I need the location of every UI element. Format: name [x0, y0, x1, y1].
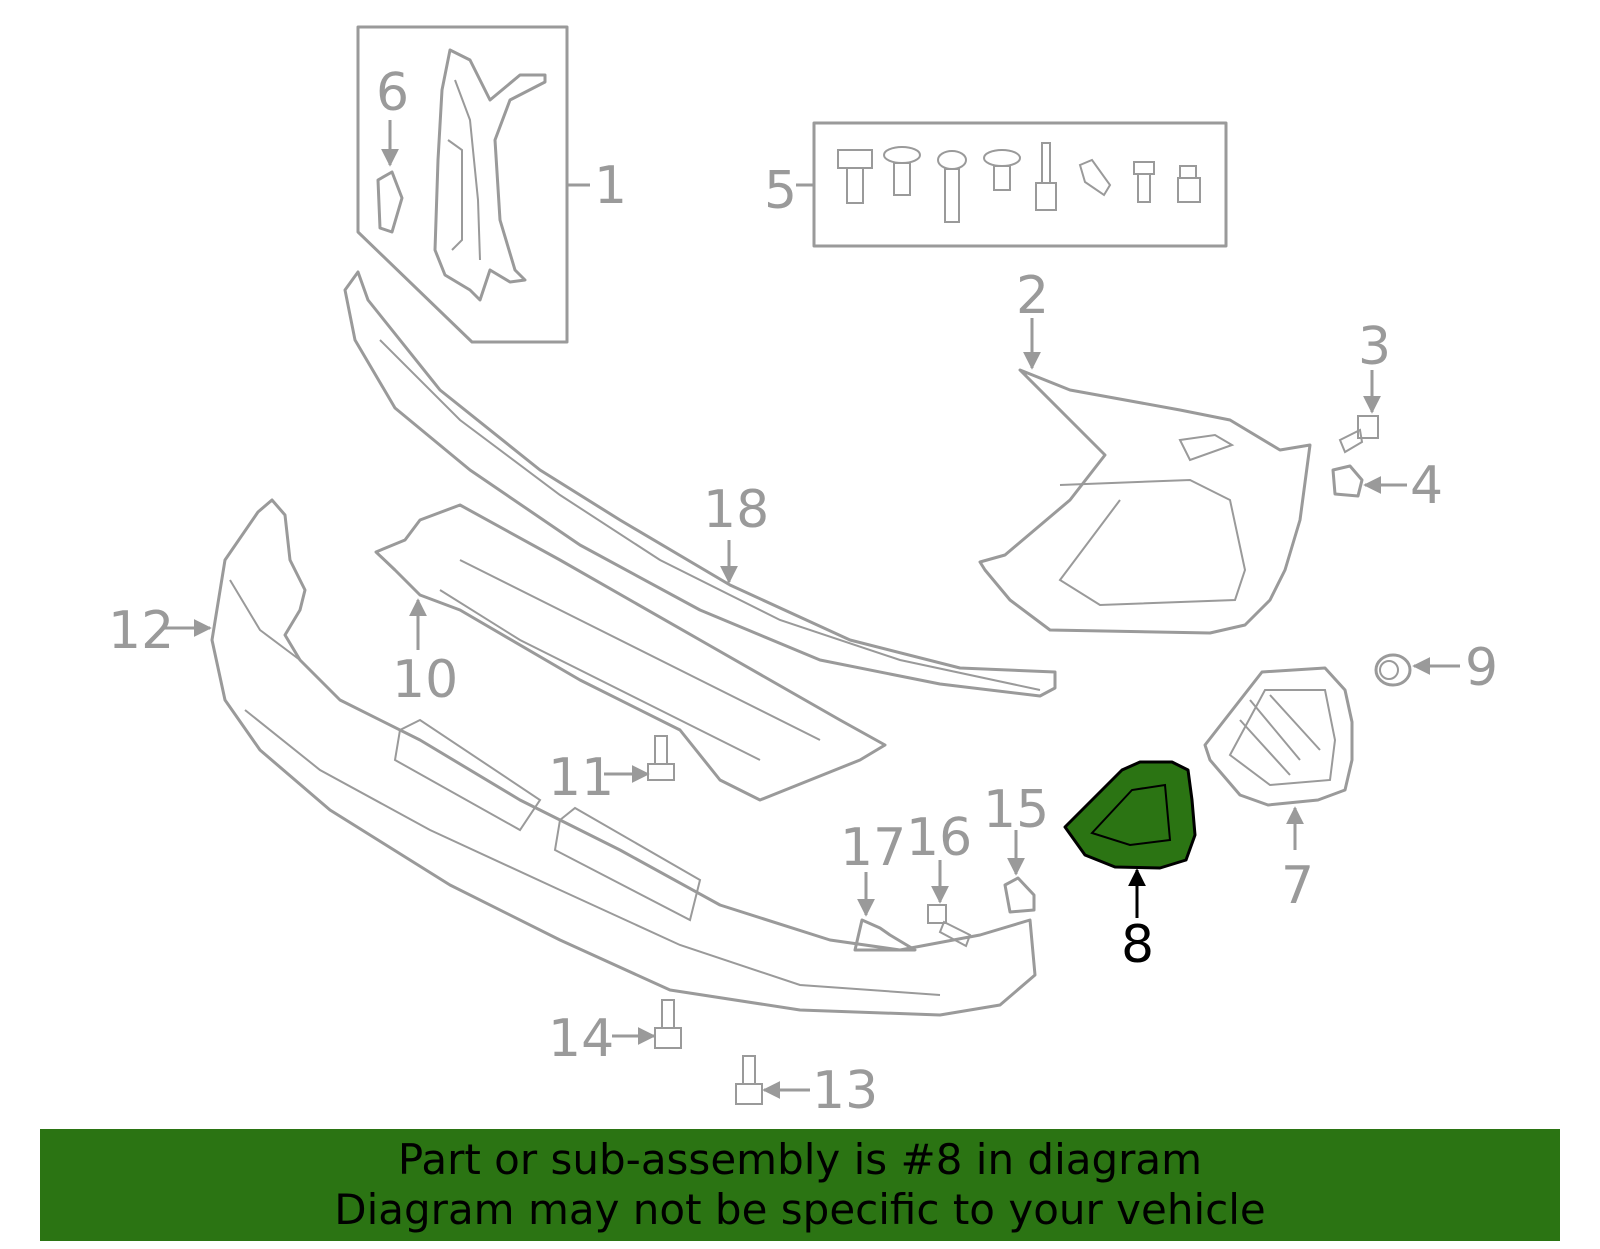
callout-18: 18: [703, 480, 769, 540]
part-10-lower-grille: [374, 503, 887, 802]
part-3-screw: [1338, 415, 1379, 454]
callout-13: 13: [812, 1061, 878, 1121]
callout-6: 6: [376, 63, 409, 123]
part-17-bracket: [853, 918, 917, 952]
callout-15: 15: [983, 780, 1049, 840]
callout-1: 1: [594, 156, 627, 216]
banner-line-1: Part or sub-assembly is #8 in diagram: [397, 1135, 1203, 1184]
callout-2: 2: [1016, 266, 1049, 326]
part-4-clip: [1331, 464, 1364, 498]
part-6-clip: [376, 170, 404, 234]
part-9-grommet: [1374, 653, 1412, 687]
part-12-bumper-cover: [210, 498, 1037, 1017]
callout-4: 4: [1410, 456, 1443, 516]
callout-9: 9: [1465, 638, 1498, 698]
callout-8: 8: [1121, 915, 1154, 975]
part-16-screw: [927, 904, 972, 948]
callout-16: 16: [906, 808, 972, 868]
part-8-highlighted-bezel: [1063, 760, 1197, 870]
part-1-bracket-group: [356, 25, 569, 344]
callout-5: 5: [764, 161, 797, 221]
callout-12: 12: [108, 601, 174, 661]
banner-line-2: Diagram may not be specific to your vehi…: [334, 1185, 1266, 1234]
callout-3: 3: [1358, 317, 1391, 377]
callout-17: 17: [840, 818, 906, 878]
part-7-fog-bezel: [1203, 666, 1354, 807]
part-11-bolt: [647, 735, 675, 781]
info-banner: Part or sub-assembly is #8 in diagram Di…: [40, 1129, 1560, 1241]
bumper-mounting-brackets: [393, 718, 702, 922]
callout-11: 11: [548, 748, 614, 808]
callout-7: 7: [1281, 856, 1314, 916]
callout-14: 14: [548, 1009, 614, 1069]
part-2-side-grille: [978, 368, 1312, 635]
callout-10: 10: [392, 650, 458, 710]
part-5-hardware-kit: [812, 121, 1228, 248]
part-15-clip: [1003, 876, 1036, 914]
part-13-bolt: [735, 1055, 763, 1105]
part-18-trim-strip: [343, 270, 1057, 698]
part-14-bolt: [654, 999, 682, 1049]
